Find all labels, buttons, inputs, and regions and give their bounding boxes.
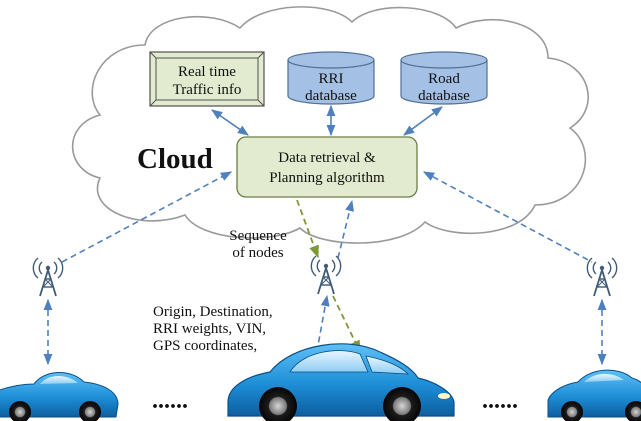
algorithm-box: Data retrieval & Planning algorithm (236, 136, 418, 198)
arrow-road-algorithm (403, 106, 443, 136)
realtime-traffic-box: Real time Traffic info (149, 51, 265, 107)
arrow-center-tower-to-car (332, 295, 361, 354)
road-database: Road database (400, 51, 488, 105)
car-icon (547, 369, 641, 421)
rri-db-line2: database (305, 88, 357, 104)
arrow-cloud-to-right-tower (423, 171, 593, 263)
car-icon (0, 372, 119, 421)
arrow-left-tower-to-cloud (61, 171, 232, 263)
algorithm-line2: Planning algorithm (269, 170, 385, 186)
realtime-line1: Real time (178, 64, 236, 80)
realtime-line2: Traffic info (173, 82, 242, 98)
road-db-line2: database (418, 88, 470, 104)
rri-database: RRI database (287, 51, 375, 105)
antenna-tower-icon (310, 255, 342, 295)
sequence-label-line1: Sequence (229, 228, 287, 244)
ellipsis-left: ...... (152, 388, 188, 414)
upload-label-line2: RRI weights, VIN, (153, 321, 266, 337)
antenna-tower-icon (586, 257, 618, 297)
road-db-line1: Road (428, 71, 460, 87)
rri-db-line1: RRI (318, 71, 343, 87)
sequence-label-line2: of nodes (232, 245, 283, 261)
arrow-algorithm-to-center-tower (296, 199, 319, 259)
car-icon (227, 343, 455, 421)
cloud-label: Cloud (137, 143, 213, 175)
ellipsis-right: ...... (482, 388, 518, 414)
antenna-tower-icon (32, 257, 64, 297)
algorithm-line1: Data retrieval & (278, 150, 376, 166)
upload-label-line1: Origin, Destination, (153, 304, 273, 320)
arrow-realtime-algorithm (211, 109, 249, 136)
upload-label-line3: GPS coordinates, (153, 338, 257, 354)
